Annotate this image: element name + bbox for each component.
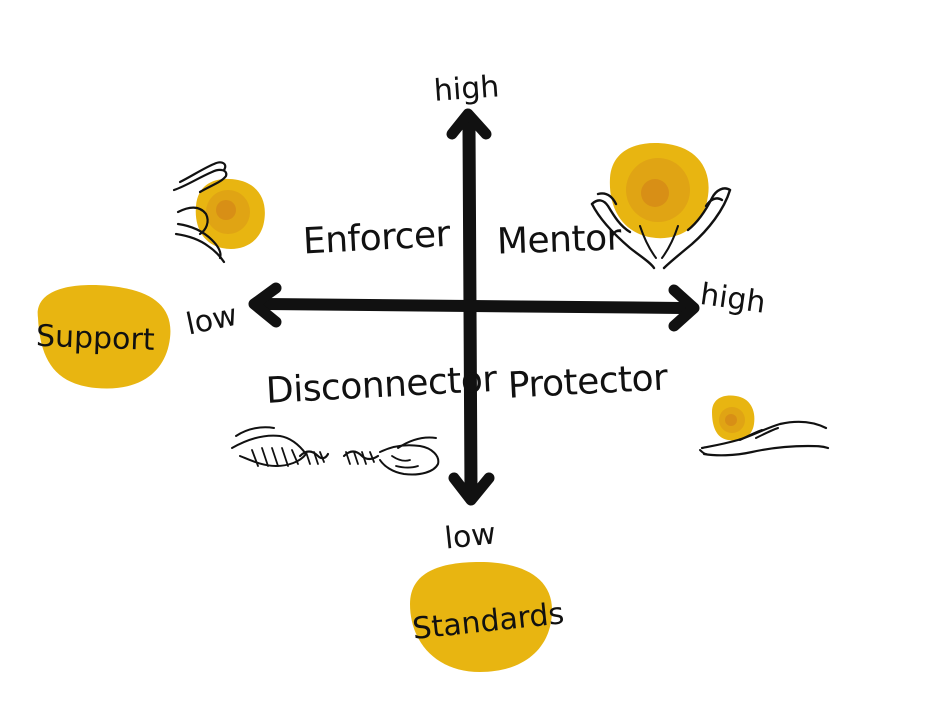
support-blob <box>37 285 171 389</box>
vertical-axis-arrow-up <box>446 108 492 140</box>
quadrant-enforcer-label: Enforcer <box>302 214 452 263</box>
hand-offering-ball-icon <box>699 395 830 457</box>
horizontal-axis-line <box>260 298 688 314</box>
quadrant-protector-label: Protector <box>507 357 669 406</box>
vertical-axis-arrow-down <box>448 472 495 506</box>
horizontal-high-label: high <box>698 277 768 321</box>
support-label: Support <box>35 319 155 358</box>
quadrant-disconnector-label: Disconnector <box>265 359 498 412</box>
standards-blob <box>410 562 552 672</box>
vertical-low-label: low <box>443 516 498 556</box>
hands-holding-ball-icon <box>590 143 732 270</box>
support-axis-name: Support <box>35 285 171 389</box>
horizontal-axis-arrow-right <box>668 284 700 332</box>
hands-grasping-ball-icon <box>172 161 265 264</box>
horizontal-low-label: low <box>183 298 240 343</box>
vertical-high-label: high <box>433 69 501 108</box>
quadrant-mentor-label: Mentor <box>496 217 622 262</box>
horizontal-axis-arrow-left <box>248 282 282 328</box>
standards-axis-name: Standards <box>410 562 566 672</box>
tug-of-war-rope-icon <box>231 426 440 476</box>
axes <box>248 108 700 506</box>
